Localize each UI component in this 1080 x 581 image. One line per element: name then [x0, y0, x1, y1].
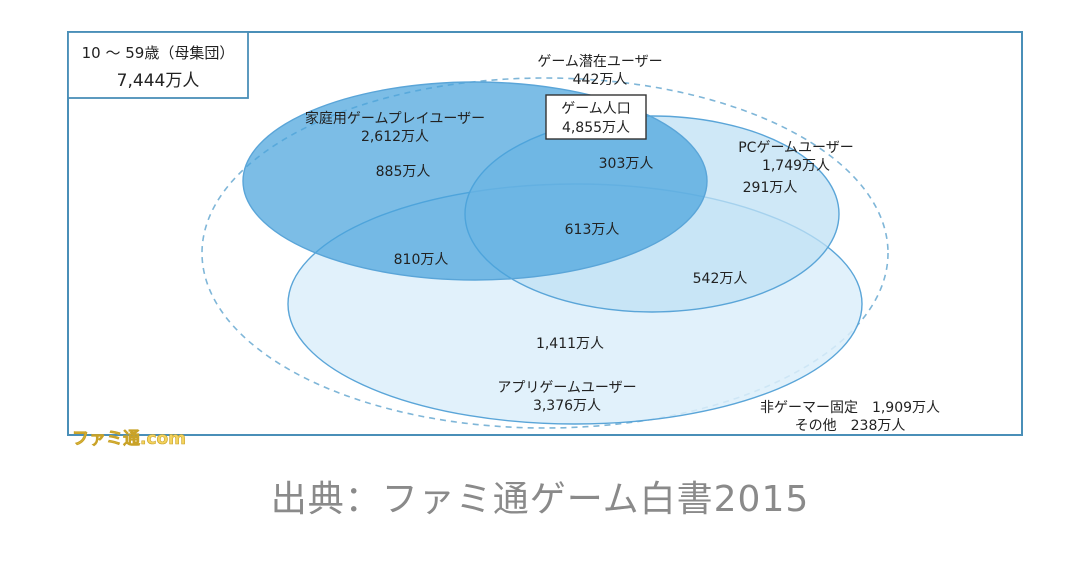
watermark-logo: ファミ通.com — [72, 429, 186, 449]
region-pc-only: 291万人 — [743, 180, 798, 196]
game-population-title: ゲーム人口 — [561, 101, 631, 117]
console-title: 家庭用ゲームプレイユーザー — [305, 110, 485, 127]
pc-value: 1,749万人 — [762, 158, 830, 174]
region-pc-app: 542万人 — [693, 271, 748, 287]
region-console-app: 810万人 — [394, 252, 449, 268]
console-value: 2,612万人 — [361, 129, 429, 145]
game-population-value: 4,855万人 — [562, 120, 630, 136]
source-caption: 出典：ファミ通ゲーム白書2015 — [270, 479, 810, 520]
game-population-box — [545, 94, 647, 140]
potential-value: 442万人 — [573, 72, 628, 88]
population-title: 10 〜 59歳（母集団） — [82, 44, 235, 62]
region-console-pc: 303万人 — [599, 156, 654, 172]
region-all-three: 613万人 — [565, 222, 620, 238]
app-value: 3,376万人 — [533, 398, 601, 414]
non-gamer-line1: 非ゲーマー固定 1,909万人 — [760, 400, 940, 416]
potential-title: ゲーム潜在ユーザー — [537, 54, 662, 70]
potential-users-ellipse — [201, 77, 889, 429]
app-title: アプリゲームユーザー — [497, 380, 636, 396]
population-box — [67, 31, 249, 99]
pc-title: PCゲームユーザー — [738, 140, 854, 156]
region-console-only: 885万人 — [376, 164, 431, 180]
region-app-only: 1,411万人 — [536, 336, 604, 352]
population-value: 7,444万人 — [117, 71, 200, 91]
non-gamer-line2: その他 238万人 — [795, 418, 906, 434]
